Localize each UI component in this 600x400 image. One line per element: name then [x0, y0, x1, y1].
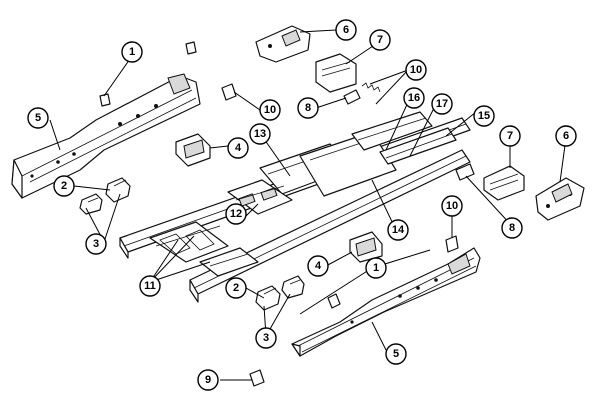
callout-2-upper: 2: [53, 175, 75, 197]
callout-label: 1: [373, 262, 379, 274]
support-bracket-upper: [315, 53, 357, 93]
callout-17: 17: [431, 93, 453, 115]
callout-7-upper: 7: [369, 29, 391, 51]
bracket-set-upper: [79, 177, 131, 215]
callout-label: 7: [377, 34, 383, 46]
clip-bottom: [327, 293, 341, 309]
callout-label: 11: [144, 280, 156, 292]
callout-3-lower: 3: [255, 327, 277, 349]
callout-label: 5: [393, 348, 399, 360]
cross-member-14: [299, 131, 397, 197]
callout-label: 2: [233, 282, 239, 294]
callout-9: 9: [197, 369, 219, 391]
callout-label: 9: [205, 374, 211, 386]
left-side-sill: [11, 73, 201, 199]
callout-label: 4: [235, 142, 242, 154]
callout-10-top: 10: [405, 59, 427, 81]
small-clip-right: [455, 163, 475, 181]
callout-label: 6: [343, 24, 349, 36]
callout-label: 5: [35, 112, 41, 124]
callout-label: 3: [263, 332, 269, 344]
callout-15: 15: [473, 105, 495, 127]
callout-5-right: 5: [385, 343, 407, 365]
right-sill-end: [291, 343, 301, 357]
leader-lines: [49, 29, 567, 381]
callout-label: 4: [315, 260, 322, 272]
left-rail-end: [119, 237, 129, 259]
callout-16: 16: [403, 87, 425, 109]
callout-label: 10: [410, 64, 422, 76]
callout-2-lower: 2: [225, 277, 247, 299]
left-sill-end: [11, 159, 23, 199]
callout-label: 1: [129, 46, 135, 58]
plate-bracket-right: [535, 177, 585, 221]
bracket-set-lower: [255, 275, 305, 311]
right-rail-end: [189, 279, 199, 303]
callout-12: 12: [225, 203, 247, 225]
clip-top-left: [99, 41, 197, 107]
plug-part: [249, 369, 265, 387]
callout-10-right: 10: [441, 195, 463, 217]
callout-label: 6: [563, 130, 569, 142]
callout-label: 14: [392, 224, 405, 236]
mount-block-lower: [349, 231, 383, 263]
callout-label: 3: [93, 238, 99, 250]
support-bracket-right: [483, 165, 525, 201]
mount-block-upper: [175, 133, 211, 167]
callout-3-upper: 3: [85, 233, 107, 255]
callout-label: 13: [254, 128, 266, 140]
callout-11: 11: [139, 275, 161, 297]
callout-7-right: 7: [499, 125, 521, 147]
callout-label: 16: [408, 92, 420, 104]
callout-label: 12: [230, 208, 242, 220]
right-side-sill: [291, 247, 481, 357]
callout-8-right: 8: [501, 217, 523, 239]
callout-label: 10: [264, 104, 276, 116]
callout-1-top: 1: [121, 41, 143, 63]
callout-label: 2: [61, 180, 67, 192]
spring-part: [361, 82, 381, 93]
center-bracket: [227, 179, 293, 215]
callout-label: 17: [436, 98, 448, 110]
plate-bracket-upper: [255, 25, 311, 63]
main-frame-assembly: [119, 111, 471, 303]
rear-cross-plate: [199, 247, 259, 277]
callout-6-upper: 6: [335, 19, 357, 41]
callout-10-left: 10: [259, 99, 281, 121]
callout-8-upper: 8: [297, 97, 319, 119]
rear-cross-member: [149, 221, 229, 263]
callout-6-right: 6: [555, 125, 577, 147]
callout-5-left: 5: [27, 107, 49, 129]
callout-label: 15: [478, 110, 490, 122]
clip-10-left: [221, 83, 237, 101]
clip-10-right: [445, 235, 459, 253]
callout-4-lower: 4: [307, 255, 329, 277]
callout-label: 7: [507, 130, 513, 142]
callout-label: 10: [446, 200, 458, 212]
callout-14: 14: [387, 219, 409, 241]
small-clip-upper: [343, 89, 361, 105]
callout-label: 8: [509, 222, 515, 234]
cross-member-16: [351, 111, 433, 151]
callout-4-upper: 4: [227, 137, 249, 159]
callout-label: 8: [305, 102, 311, 114]
callout-1-lower: 1: [365, 257, 387, 279]
callout-13: 13: [249, 123, 271, 145]
